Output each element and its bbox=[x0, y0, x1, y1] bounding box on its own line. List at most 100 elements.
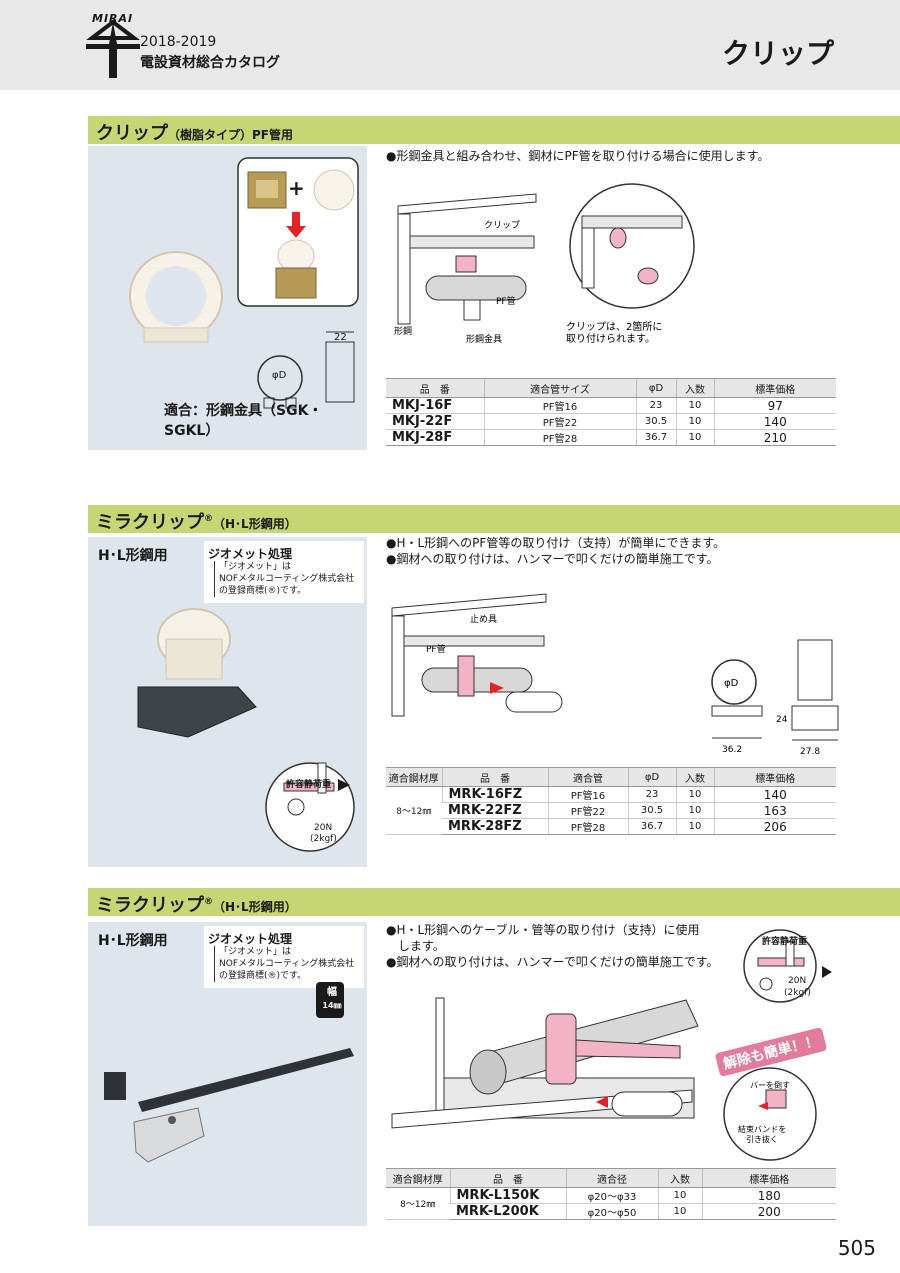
table-row: MKJ-28F PF管28 36.7 10 210 bbox=[386, 429, 836, 446]
col-header-qty: 入数 bbox=[675, 378, 714, 398]
table-row: 8～12㎜ MRK-16FZ PF管16 23 10 140 bbox=[386, 786, 836, 835]
section3-load-value: 20N bbox=[788, 976, 807, 986]
col-header-pipe: 適合管 bbox=[547, 767, 628, 787]
cell-price: 140 bbox=[713, 413, 836, 430]
table-header-row: 品 番 適合管サイズ φD 入数 標準価格 bbox=[386, 378, 836, 398]
cell-price: 180 bbox=[701, 1187, 836, 1204]
cell-pipe: PF管22 bbox=[483, 413, 636, 430]
cell-code: MRK-L200K bbox=[450, 1203, 566, 1220]
section2-title-bar: ミラクリップ®（H･L形鋼用） bbox=[88, 505, 900, 533]
col-header-price: 標準価格 bbox=[713, 378, 836, 398]
section2-dim-27: 27.8 bbox=[800, 747, 820, 757]
section2-load-title: 許容静荷重 bbox=[286, 780, 332, 790]
section3-title: ミラクリップ®（H･L形鋼用） bbox=[96, 895, 297, 916]
section3-bullet2: ●鋼材への取り付けは、ハンマーで叩くだけの簡単施工です。 bbox=[386, 955, 719, 969]
cell-pipe: PF管28 bbox=[483, 429, 636, 446]
cell-pipe: PF管16 bbox=[483, 397, 636, 414]
section2-bullet2: ●鋼材への取り付けは、ハンマーで叩くだけの簡単施工です。 bbox=[386, 552, 719, 566]
section1-fit-note: 適合：形鋼金具（SGK・SGKL） bbox=[164, 403, 323, 439]
section1-bullet: ●形鋼金具と組み合わせ、鋼材にPF管を取り付ける場合に使用します。 bbox=[386, 149, 770, 163]
col-header-qty: 入数 bbox=[675, 767, 714, 787]
section3-bullet1a: ●H・L形鋼へのケーブル・管等の取り付け（支持）に使用 bbox=[386, 923, 700, 937]
col-header-qty: 入数 bbox=[657, 1168, 702, 1188]
section2-install-diagram: 止め具 PF管 φD 24 36.2 27.8 bbox=[391, 593, 839, 757]
page-header: MIRAI 2018-2019 電設資材総合カタログ クリップ bbox=[0, 0, 900, 90]
cell-price: 200 bbox=[701, 1203, 836, 1220]
section1-label-steel: 形鋼 bbox=[394, 325, 412, 337]
section3-release-step2b: 引き抜く bbox=[746, 1134, 778, 1144]
cell-qty: 10 bbox=[657, 1203, 702, 1220]
cell-price: 140 bbox=[713, 786, 836, 803]
cell-phid: 30.5 bbox=[635, 413, 676, 430]
section3-photo-panel: H･L形鋼用 ジオメット処理 「ジオメット」は NOFメタルコーティング株式会社… bbox=[88, 922, 367, 1226]
section1-note-line2: 取り付けられます。 bbox=[566, 332, 655, 345]
cell-qty: 10 bbox=[675, 802, 714, 819]
section2-geo-title: ジオメット処理 bbox=[208, 547, 293, 561]
cell-phid: 30.5 bbox=[627, 802, 676, 819]
section2-spec-table: 適合鋼材厚 品 番 適合管 φD 入数 標準価格 8～12㎜ MRK-16FZ … bbox=[386, 767, 836, 835]
cell-phid: 36.7 bbox=[635, 429, 676, 446]
mirai-logo-icon bbox=[86, 19, 140, 78]
section1-label-clip: クリップ bbox=[484, 220, 520, 231]
cell-pipe: PF管22 bbox=[547, 802, 628, 819]
resin-clip-image bbox=[129, 251, 223, 343]
col-header-diameter: 適合径 bbox=[565, 1168, 658, 1188]
section1-label-fitting: 形鋼金具 bbox=[466, 333, 502, 345]
geo-note-line: の登録商標(®)です。 bbox=[219, 971, 307, 981]
section3-release-step1: バーを倒す bbox=[750, 1080, 790, 1090]
page-title: クリップ bbox=[721, 37, 834, 70]
section1-title: クリップ（樹脂タイプ）PF管用 bbox=[96, 123, 294, 144]
col-header-phid: φD bbox=[635, 378, 676, 398]
cell-pipe: PF管28 bbox=[547, 818, 628, 835]
cell-code: MKJ-16F bbox=[386, 397, 484, 414]
cell-code: MKJ-22F bbox=[386, 413, 484, 430]
geo-note-line: 「ジオメット」は bbox=[219, 947, 292, 957]
geo-note-line: 「ジオメット」は bbox=[219, 562, 292, 572]
section1-photo-panel: + φD 22 適合：形鋼金具（SGK・SGKL） bbox=[88, 146, 367, 450]
cell-pipe: PF管16 bbox=[547, 786, 628, 803]
table-row: MRK-22FZ PF管22 30.5 10 163 bbox=[386, 802, 836, 819]
cell-qty: 10 bbox=[675, 429, 714, 446]
section1-phi-d-label: φD bbox=[272, 370, 287, 381]
cell-qty: 10 bbox=[675, 786, 714, 803]
table-row: MRK-L200K φ20～φ50 10 200 bbox=[386, 1203, 836, 1220]
section1-product-illustration bbox=[129, 157, 359, 409]
section2-load-value: 20N bbox=[314, 823, 333, 833]
section3-release-step2a: 結束バンドを bbox=[738, 1124, 786, 1134]
width-value: 14㎜ bbox=[322, 1001, 342, 1010]
section1-dim-22: 22 bbox=[334, 332, 347, 343]
col-header-phid: φD bbox=[627, 767, 676, 787]
cell-phid: 23 bbox=[627, 786, 676, 803]
col-header-code: 品 番 bbox=[441, 767, 548, 787]
geo-note-line: NOFメタルコーティング株式会社 bbox=[219, 959, 355, 969]
section2-geo-note: 「ジオメット」は NOFメタルコーティング株式会社 の登録商標(®)です。 bbox=[214, 561, 354, 597]
cell-diameter: φ20～φ50 bbox=[565, 1203, 658, 1220]
table-row: MKJ-22F PF管22 30.5 10 140 bbox=[386, 413, 836, 430]
cell-code: MRK-28FZ bbox=[442, 818, 548, 835]
cell-phid: 23 bbox=[635, 397, 676, 414]
col-header-code: 品 番 bbox=[449, 1168, 566, 1188]
section2-label-stopper: 止め具 bbox=[470, 613, 497, 625]
cell-qty: 10 bbox=[675, 413, 714, 430]
section3-geo-title: ジオメット処理 bbox=[208, 932, 293, 946]
col-header-code: 品 番 bbox=[386, 378, 484, 398]
section1-label-pf: PF管 bbox=[496, 295, 516, 307]
catalog-name: 電設資材総合カタログ bbox=[140, 55, 280, 71]
cell-code: MKJ-28F bbox=[386, 429, 484, 446]
table-row: MKJ-16F PF管16 23 10 97 bbox=[386, 397, 836, 414]
section1-title-bar: クリップ（樹脂タイプ）PF管用 bbox=[88, 116, 900, 144]
col-header-price: 標準価格 bbox=[713, 767, 836, 787]
cell-phid: 36.7 bbox=[627, 818, 676, 835]
section2-phi-d: φD bbox=[724, 678, 739, 689]
width-label: 幅 bbox=[327, 987, 337, 998]
col-header-thickness: 適合鋼材厚 bbox=[386, 767, 442, 787]
cell-price: 210 bbox=[713, 429, 836, 446]
section1-spec-table: 品 番 適合管サイズ φD 入数 標準価格 MKJ-16F PF管16 23 1… bbox=[386, 378, 836, 446]
geo-note-line: NOFメタルコーティング株式会社 bbox=[219, 574, 355, 584]
cell-price: 163 bbox=[713, 802, 836, 819]
section2-title: ミラクリップ®（H･L形鋼用） bbox=[96, 512, 297, 533]
section3-width-badge: 幅 14㎜ bbox=[318, 986, 346, 1012]
section3-product-illustration bbox=[104, 926, 364, 1163]
section3-load-kgf: (2kgf) bbox=[784, 988, 811, 998]
cell-price: 206 bbox=[713, 818, 836, 835]
